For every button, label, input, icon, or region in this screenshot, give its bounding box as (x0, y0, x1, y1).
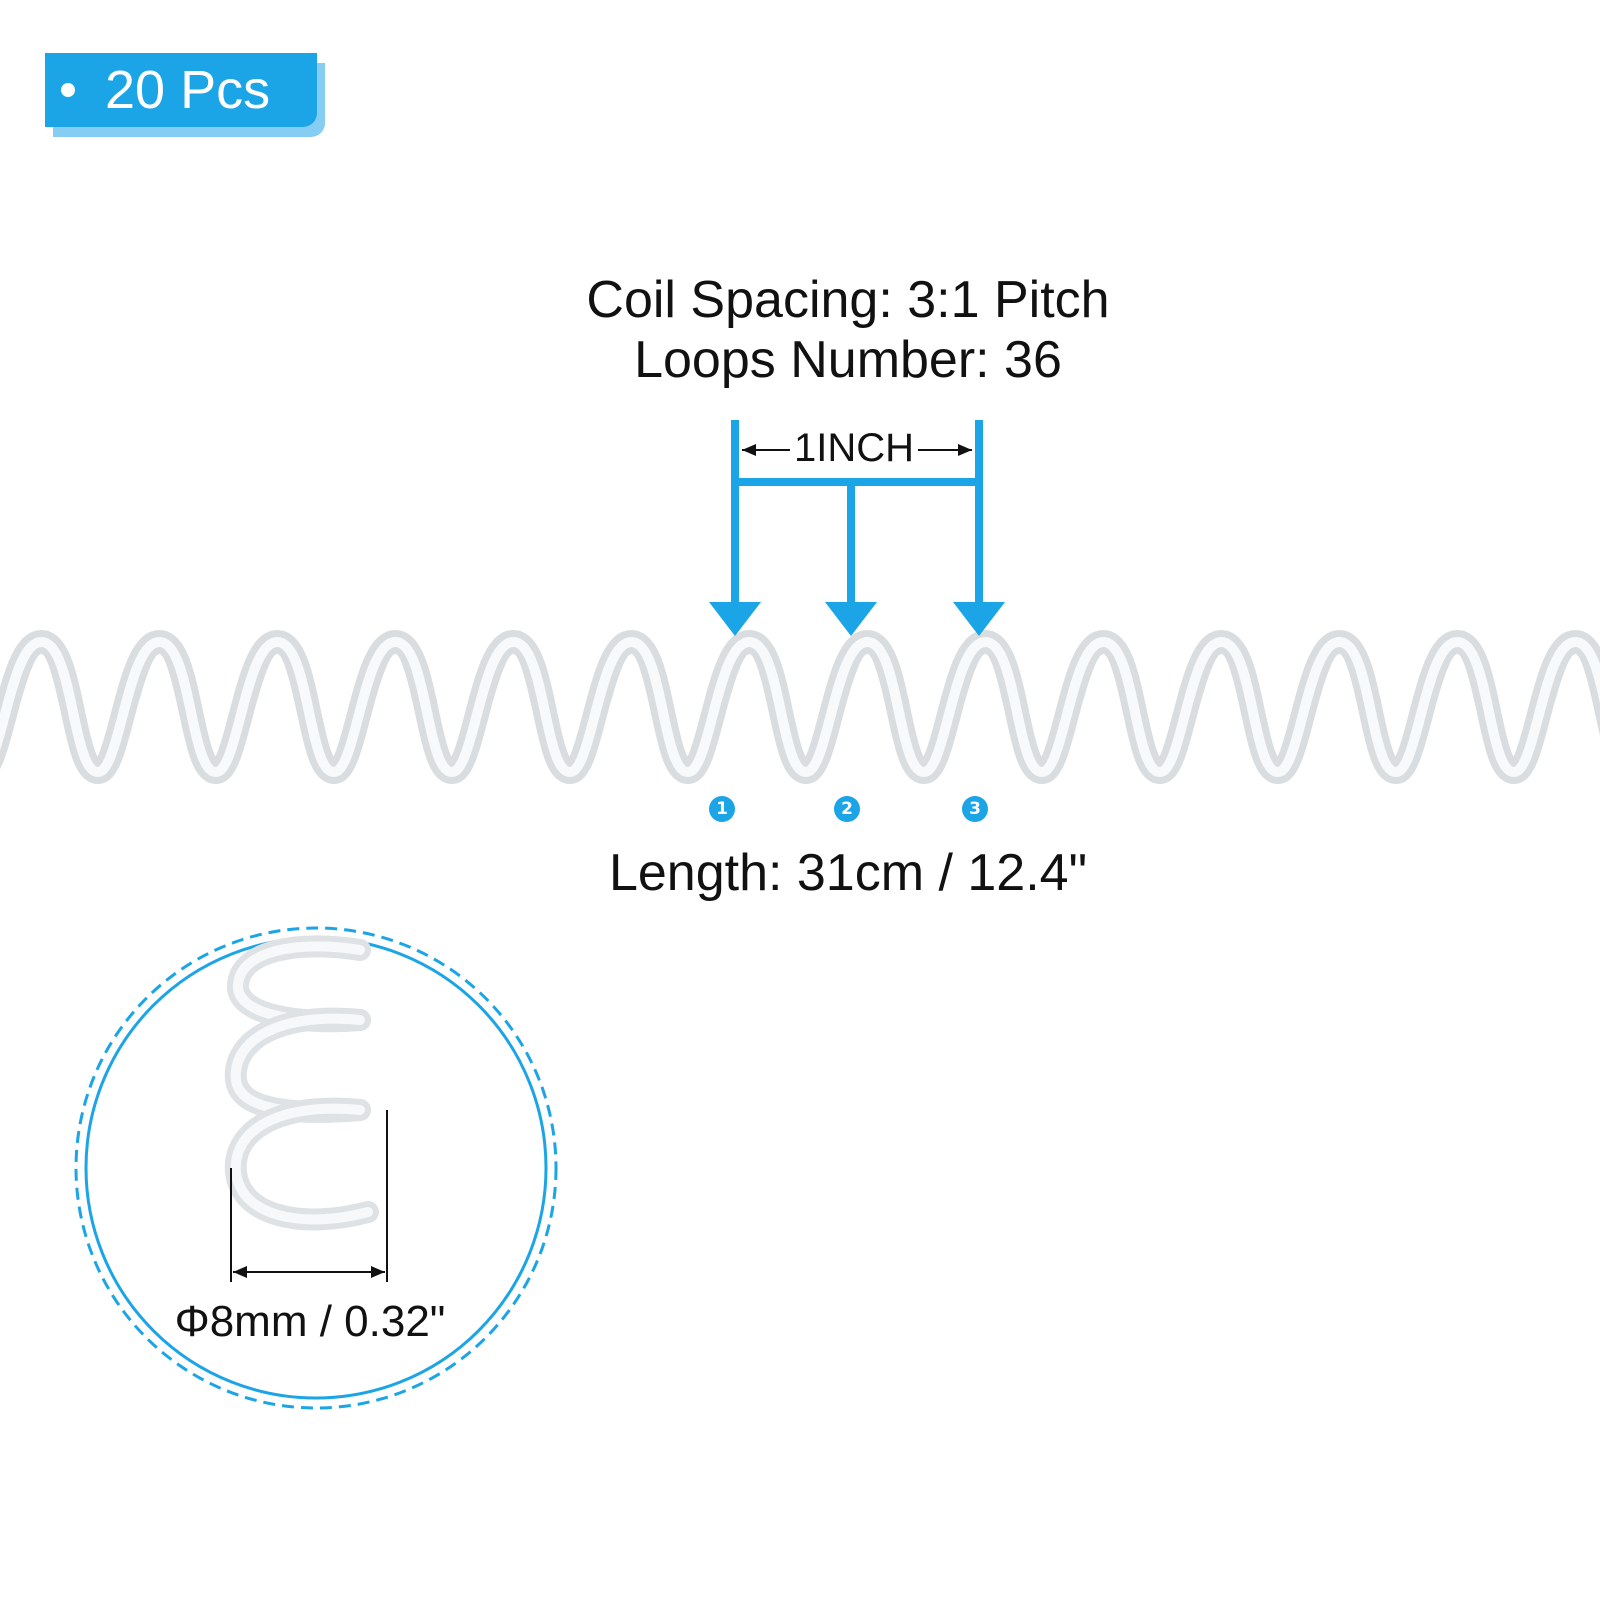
arrow-down-icon (953, 602, 1005, 636)
loop-marker-3: 3 (962, 796, 988, 822)
coil-spacing-label: Coil Spacing: 3:1 Pitch (586, 271, 1110, 329)
arrow-left-icon (233, 1266, 247, 1278)
diameter-dimension (230, 1110, 388, 1282)
loop-marker-2: 2 (834, 796, 860, 822)
coil-highlight (0, 636, 1600, 778)
length-label: Length: 31cm / 12.4" (608, 844, 1088, 902)
bullet-dot-icon (61, 83, 75, 97)
pitch-label: 1INCH (790, 428, 918, 468)
loops-number-label: Loops Number: 36 (634, 331, 1062, 389)
arrow-down-icon (709, 602, 761, 636)
arrow-right-icon (371, 1266, 385, 1278)
quantity-badge: 20 Pcs (45, 53, 325, 137)
coil-end-detail (224, 935, 379, 1231)
loop-marker-1: 1 (709, 796, 735, 822)
spiral-coil (0, 629, 1600, 785)
arrow-down-icon (825, 602, 877, 636)
pitch-dimension (709, 420, 1005, 636)
diameter-label: Φ8mm / 0.32" (174, 1297, 446, 1346)
quantity-label: 20 Pcs (105, 60, 271, 120)
badge-face: 20 Pcs (45, 53, 317, 127)
